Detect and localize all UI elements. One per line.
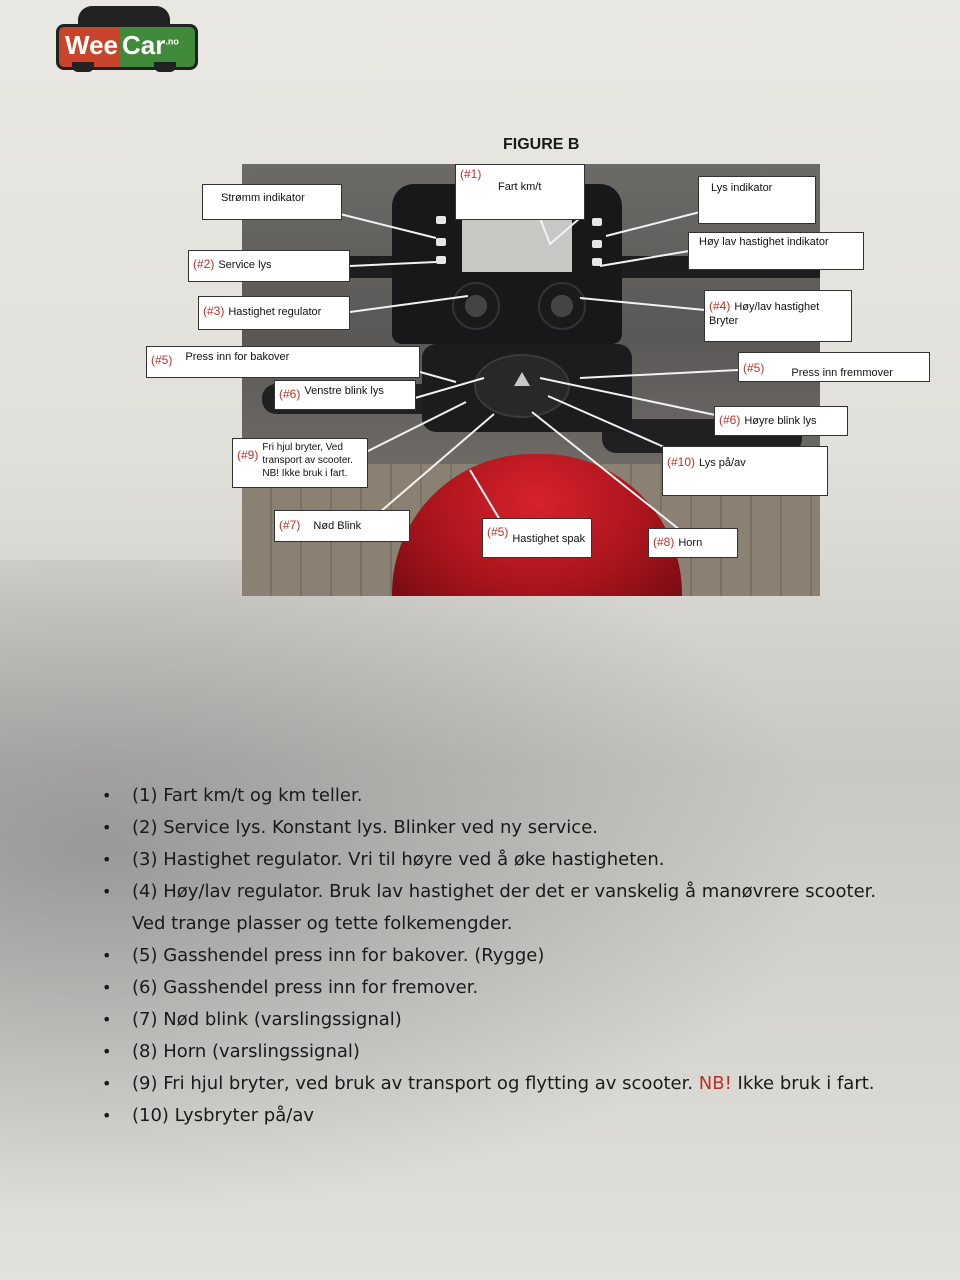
weecar-logo: Wee Car.no (56, 6, 198, 72)
callout-label: Press inn for bakover (185, 351, 290, 363)
callout-label: Horn (678, 537, 703, 549)
photo-range-knob (538, 282, 586, 330)
list-item: (10) Lysbryter på/av (98, 1100, 918, 1132)
callout-number: (#6) (719, 413, 741, 427)
callout-label: Venstre blink lys (304, 385, 384, 397)
list-item: (1) Fart km/t og km teller. (98, 780, 918, 812)
callout-number: (#9) (237, 448, 259, 462)
list-item-text: Ikke bruk i fart. (731, 1073, 875, 1094)
callout-number: (#1) (460, 167, 482, 181)
callout-label: Høyre blink lys (744, 415, 817, 427)
callout-label: Hastighet regulator (228, 306, 322, 318)
list-item: (4) Høy/lav regulator. Bruk lav hastighe… (98, 876, 918, 908)
callout-label: Lys indikator (711, 182, 773, 194)
hazard-triangle-icon (514, 372, 530, 386)
callout-label: Fri hjul bryter, Ved transport av scoote… (262, 442, 353, 479)
callout-hoy-lav-indikator: Høy lav hastighet indikator (688, 232, 864, 270)
callout-label: Nød Blink (313, 520, 362, 532)
list-item: (6) Gasshendel press inn for fremover. (98, 972, 918, 1004)
callout-bryter: (#4)Høy/lav hastighet Bryter (704, 290, 852, 342)
photo-speed-display (462, 216, 572, 272)
figure-title: FIGURE B (503, 136, 580, 153)
logo-wheel-right (154, 62, 176, 72)
legend-list: (1) Fart km/t og km teller. (2) Service … (98, 780, 918, 1132)
logo-suffix: .no (165, 36, 179, 47)
callout-number: (#6) (279, 387, 301, 401)
list-item: (5) Gasshendel press inn for bakover. (R… (98, 940, 918, 972)
callout-regulator: (#3)Hastighet regulator (198, 296, 350, 330)
logo-car-text: Car (122, 30, 166, 60)
list-item-continuation: Ved trange plasser og tette folkemengder… (132, 913, 513, 934)
callout-nod-blink: (#7) Nød Blink (274, 510, 410, 542)
callout-number: (#5) (743, 361, 765, 375)
callout-bakover: (#5) Press inn for bakover (146, 346, 420, 378)
callout-label: Hastighet spak (512, 533, 586, 545)
callout-label: Høy/lav hastighet Bryter (709, 301, 820, 327)
photo-speed-knob (452, 282, 500, 330)
list-item: (7) Nød blink (varslingssignal) (98, 1004, 918, 1036)
callout-lys-paav: (#10)Lys på/av (662, 446, 828, 496)
nb-warning: NB! (698, 1073, 732, 1094)
logo-wee: Wee (59, 27, 120, 67)
callout-label: Press inn fremmover (791, 367, 893, 379)
photo-led (436, 256, 446, 264)
callout-label: Service lys (218, 259, 272, 271)
callout-number: (#3) (203, 304, 225, 318)
callout-number: (#8) (653, 535, 675, 549)
photo-led (436, 238, 446, 246)
callout-number: (#2) (193, 257, 215, 271)
callout-lys-indikator: Lys indikator (698, 176, 816, 224)
callout-number: (#5) (151, 353, 173, 367)
callout-label: Strømm indikator (221, 192, 305, 204)
list-item: (2) Service lys. Konstant lys. Blinker v… (98, 812, 918, 844)
callout-number: (#4) (709, 299, 731, 313)
list-item-text: (9) Fri hjul bryter, ved bruk av transpo… (132, 1073, 699, 1094)
photo-led (592, 258, 602, 266)
callout-label: Lys på/av (699, 457, 746, 469)
callout-fart: (#1) Fart km/t (455, 164, 585, 220)
photo-led (592, 218, 602, 226)
callout-label: Høy lav hastighet indikator (699, 236, 829, 248)
callout-label: Fart km/t (498, 181, 542, 193)
callout-frihjul: (#9) Fri hjul bryter, Ved transport av s… (232, 438, 368, 488)
callout-venstre-blink: (#6)Venstre blink lys (274, 380, 416, 410)
photo-led (592, 240, 602, 248)
photo-led (436, 216, 446, 224)
list-item: (9) Fri hjul bryter, ved bruk av transpo… (98, 1068, 918, 1100)
logo-car-roof (78, 6, 170, 28)
callout-number: (#5) (487, 525, 509, 539)
callout-number: (#7) (279, 518, 301, 532)
callout-service: (#2)Service lys (188, 250, 350, 282)
callout-horn: (#8)Horn (648, 528, 738, 558)
list-item: (3) Hastighet regulator. Vri til høyre v… (98, 844, 918, 876)
photo-button-pad (474, 354, 570, 418)
logo-car: Car.no (120, 27, 195, 67)
callout-strom: Strømm indikator (202, 184, 342, 220)
callout-number: (#10) (667, 455, 696, 469)
list-item: (8) Horn (varslingssignal) (98, 1036, 918, 1068)
callout-hoyre-blink: (#6)Høyre blink lys (714, 406, 848, 436)
callout-fremmover: (#5) Press inn fremmover (738, 352, 930, 382)
callout-hastighet-spak: (#5)Hastighet spak (482, 518, 592, 558)
logo-wheel-left (72, 62, 94, 72)
